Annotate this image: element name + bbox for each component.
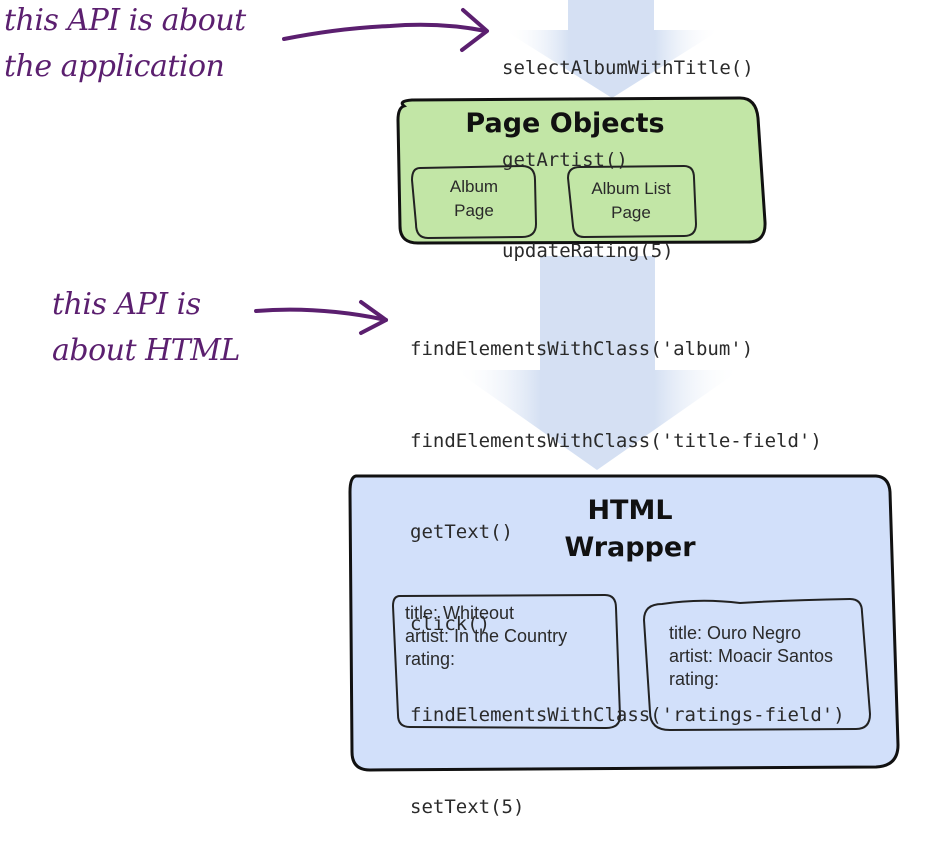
album-title: title: Whiteout xyxy=(405,603,515,623)
album-artist: artist: In the Country xyxy=(405,626,568,646)
title-line: HTML xyxy=(587,495,673,526)
annotation-arrow-bottom xyxy=(254,307,388,322)
page-objects-title: Page Objects xyxy=(465,108,665,139)
application-api-calls: selectAlbumWithTitle() getArtist() updat… xyxy=(502,0,754,297)
page-objects-box xyxy=(396,96,767,245)
album-rating: rating: xyxy=(669,669,720,689)
flow-arrow-top xyxy=(504,0,720,98)
code-line: click() xyxy=(410,612,491,635)
code-line: getArtist() xyxy=(502,148,628,171)
album-title: title: Ouro Negro xyxy=(669,623,802,643)
diagram-canvas xyxy=(254,0,900,772)
annotation-application-api: this API is about the application xyxy=(4,0,246,90)
code-line: getText() xyxy=(410,521,513,543)
code-line: findElementsWithClass('album') xyxy=(410,338,754,360)
code-line: findElementsWithClass('ratings-field') xyxy=(410,704,845,726)
annotation-line: about HTML xyxy=(52,333,240,368)
annotation-line: this API is xyxy=(52,287,201,322)
html-wrapper-title: HTML Wrapper xyxy=(480,492,780,566)
html-wrapper-box xyxy=(348,474,900,772)
code-line: setText(5) xyxy=(410,795,525,818)
label-line: Album List xyxy=(591,179,671,198)
annotation-html-api: this API is about HTML xyxy=(52,282,240,374)
label-line: Page xyxy=(454,201,494,220)
album-list-page-label: Album List Page xyxy=(570,177,692,225)
annotation-arrow-top xyxy=(282,22,488,41)
album-card-box-1 xyxy=(391,593,622,730)
code-line: findElementsWithClass('title-field') xyxy=(410,429,822,452)
album-card-2: title: Ouro Negro artist: Moacir Santos … xyxy=(669,622,833,691)
flow-arrow-middle xyxy=(455,256,740,470)
album-page-box xyxy=(410,164,538,240)
label-line: Page xyxy=(611,203,651,222)
album-card-1: title: Whiteout artist: In the Country r… xyxy=(405,602,567,671)
label-line: Album xyxy=(449,177,499,196)
code-line: selectAlbumWithTitle() xyxy=(502,57,754,79)
album-rating: rating: xyxy=(405,649,456,669)
code-line: updateRating(5) xyxy=(502,240,674,262)
album-page-label: Album Page xyxy=(414,175,534,223)
album-card-box-2 xyxy=(642,597,872,732)
title-line: Wrapper xyxy=(564,532,696,563)
annotation-line: this API is about xyxy=(4,3,246,38)
arrowhead-top-icon xyxy=(460,8,489,52)
annotation-line: the application xyxy=(4,49,225,84)
album-artist: artist: Moacir Santos xyxy=(669,646,834,666)
arrowhead-bottom-icon xyxy=(359,300,388,335)
album-list-page-box xyxy=(566,164,698,239)
